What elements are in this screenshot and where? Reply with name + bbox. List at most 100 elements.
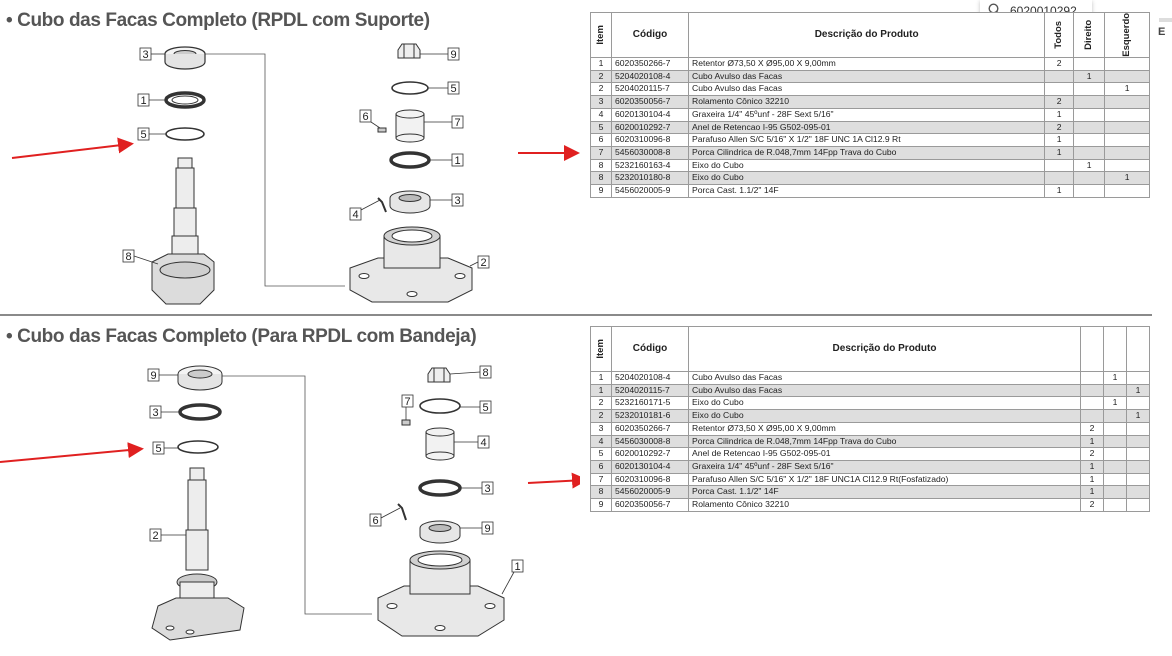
cell-esquerdo (1104, 107, 1150, 122)
callout-label: 8 (482, 367, 488, 379)
cell-code: 5232160163-4 (611, 158, 689, 173)
cell-todos: 2 (1080, 447, 1104, 461)
col-header-direito: Direito (1073, 12, 1106, 58)
cell-todos (1044, 158, 1075, 173)
col-header-item: Item (590, 326, 612, 372)
connector-line (200, 53, 345, 287)
cell-direito (1073, 120, 1106, 135)
screw-part (401, 419, 411, 426)
cell-code: 6020010292-7 (611, 447, 689, 461)
callout-label: 5 (155, 443, 161, 455)
cell-direito (1103, 383, 1127, 398)
cell-item: 8 (590, 171, 612, 186)
cell-direito: 1 (1103, 396, 1127, 411)
cell-esquerdo (1104, 145, 1150, 160)
cell-item: 4 (590, 434, 612, 449)
connector-line (222, 375, 372, 615)
cell-todos: 2 (1044, 57, 1075, 71)
callout (147, 365, 524, 595)
callout-label: 3 (142, 49, 148, 61)
cell-todos: 1 (1044, 107, 1075, 122)
cell-code: 5232160171-5 (611, 396, 689, 411)
cell-esquerdo (1126, 472, 1150, 487)
cell-item: 2 (590, 409, 612, 423)
hub-part (377, 550, 505, 637)
cell-todos: 1 (1080, 472, 1104, 487)
callout-label: 4 (352, 209, 358, 221)
cell-description: Eixo do Cubo (688, 409, 1081, 423)
cell-item: 3 (590, 421, 612, 436)
cell-item: 2 (590, 69, 612, 84)
cell-esquerdo (1126, 434, 1150, 449)
cell-description: Graxeira 1/4" 45ºunf - 28F Sext 5/16" (688, 459, 1081, 474)
cell-direito (1103, 498, 1127, 512)
col-header-item: Item (590, 12, 612, 58)
cell-todos: 1 (1080, 485, 1104, 500)
cell-todos (1044, 69, 1075, 84)
cell-description: Parafuso Allen S/C 5/16" X 1/2" 18F UNC1… (688, 472, 1081, 487)
cell-todos (1080, 371, 1104, 385)
cell-code: 6020130104-4 (611, 107, 689, 122)
cell-code: 5204020115-7 (611, 383, 689, 398)
callout-label: 5 (140, 129, 146, 141)
cell-todos: 1 (1044, 133, 1075, 147)
cell-item: 5 (590, 120, 612, 135)
section-divider (0, 314, 1152, 316)
cell-esquerdo: 1 (1104, 82, 1150, 97)
section2-exploded-drawing: 9 3 5 2 8 7 5 4 3 6 9 1 (0, 365, 580, 641)
cell-description: Porca Cilindrica de R.048,7mm 14Fpp Trav… (687, 145, 1046, 160)
col-header-todos (1080, 326, 1104, 372)
callout-label: 7 (454, 117, 460, 129)
cell-code: 5456030008-8 (611, 434, 689, 449)
edge-letter: E (1158, 26, 1166, 38)
cell-direito: 1 (1073, 158, 1106, 173)
cell-direito (1073, 145, 1106, 160)
cell-direito (1073, 184, 1106, 198)
cell-item: 1 (590, 371, 612, 385)
cell-direito (1103, 447, 1127, 461)
cell-item: 8 (590, 485, 612, 500)
cell-esquerdo: 1 (1126, 409, 1150, 423)
cell-code: 5456020005-9 (611, 184, 689, 198)
cell-direito (1073, 107, 1106, 122)
cell-direito (1073, 82, 1106, 97)
bearing-part (177, 365, 223, 391)
col-header-todos: Todos (1044, 12, 1075, 58)
cell-code: 6020310096-8 (611, 472, 689, 487)
cell-item: 7 (590, 145, 612, 160)
cell-esquerdo (1104, 158, 1150, 173)
cell-esquerdo (1104, 120, 1150, 135)
seal-ring-part (164, 91, 206, 109)
cell-item: 8 (590, 158, 612, 173)
callout-label: 6 (362, 111, 368, 123)
callout-label: 1 (454, 155, 460, 167)
callout-label: 5 (450, 83, 456, 95)
cell-esquerdo (1126, 447, 1150, 461)
cell-code: 5204020108-4 (611, 69, 689, 84)
snap-ring-part (391, 81, 429, 95)
red-arrow-annotation (0, 442, 144, 463)
cell-todos: 1 (1044, 145, 1075, 160)
cell-direito (1103, 409, 1127, 423)
cell-todos: 2 (1080, 421, 1104, 436)
cell-direito (1073, 171, 1106, 186)
cell-direito: 1 (1103, 371, 1127, 385)
cell-description: Eixo do Cubo (687, 158, 1046, 173)
cell-direito (1103, 459, 1127, 474)
cylindrical-nut-part (395, 109, 425, 143)
cell-direito: 1 (1073, 69, 1106, 84)
callout-label: 9 (484, 523, 490, 535)
snap-ring-part (177, 440, 219, 454)
section1-exploded-drawing: 3 1 5 8 9 5 6 7 1 4 3 2 (11, 43, 580, 305)
cell-code: 5456030008-8 (611, 145, 689, 160)
